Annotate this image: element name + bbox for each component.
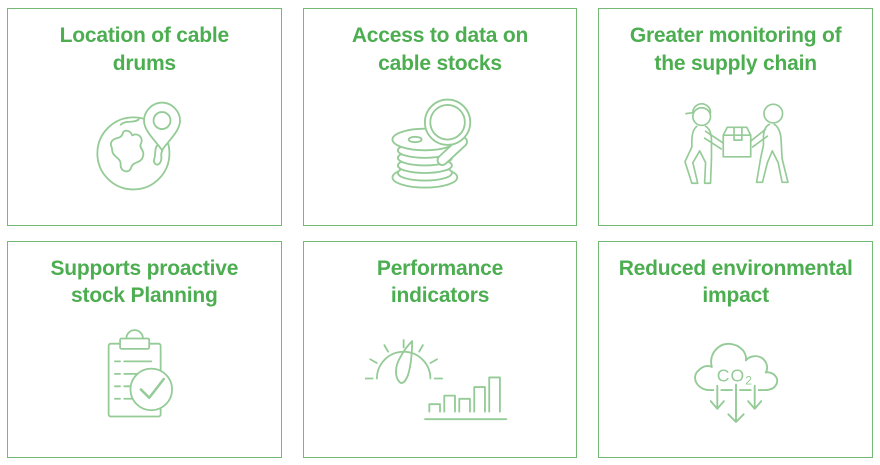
card-title: Access to data on cable stocks (351, 24, 529, 75)
card-access-to-data: Access to data on cable stocks (302, 8, 578, 226)
card-performance-indicators: Performance indicators (302, 240, 578, 458)
card-reduced-environmental-impact: Reduced environmental impact CO2 (598, 240, 873, 458)
card-title: Greater monitoring of the supply chain (629, 24, 842, 75)
globe-location-pin-icon (96, 101, 182, 191)
card-title: Location of cable drums (59, 24, 229, 75)
card-title: Reduced environmental impact (618, 256, 853, 308)
card-location-of-cable-drums: Location of cable drums (7, 8, 282, 226)
svg-text:CO2: CO2 (716, 366, 752, 388)
workers-carrying-box-icon (683, 103, 789, 185)
clipboard-checklist-icon (108, 329, 174, 418)
card-proactive-stock-planning: Supports proactive stock Planning (7, 240, 282, 458)
card-title: Performance indicators (376, 256, 504, 308)
gauge-bar-chart-icon (364, 339, 508, 421)
card-supply-chain-monitoring: Greater monitoring of the supply chain (598, 8, 873, 226)
cable-drum-magnifier-icon (391, 98, 472, 189)
co2-cloud-arrows-icon: CO2 (693, 343, 778, 424)
card-title: Supports proactive stock Planning (50, 256, 239, 308)
